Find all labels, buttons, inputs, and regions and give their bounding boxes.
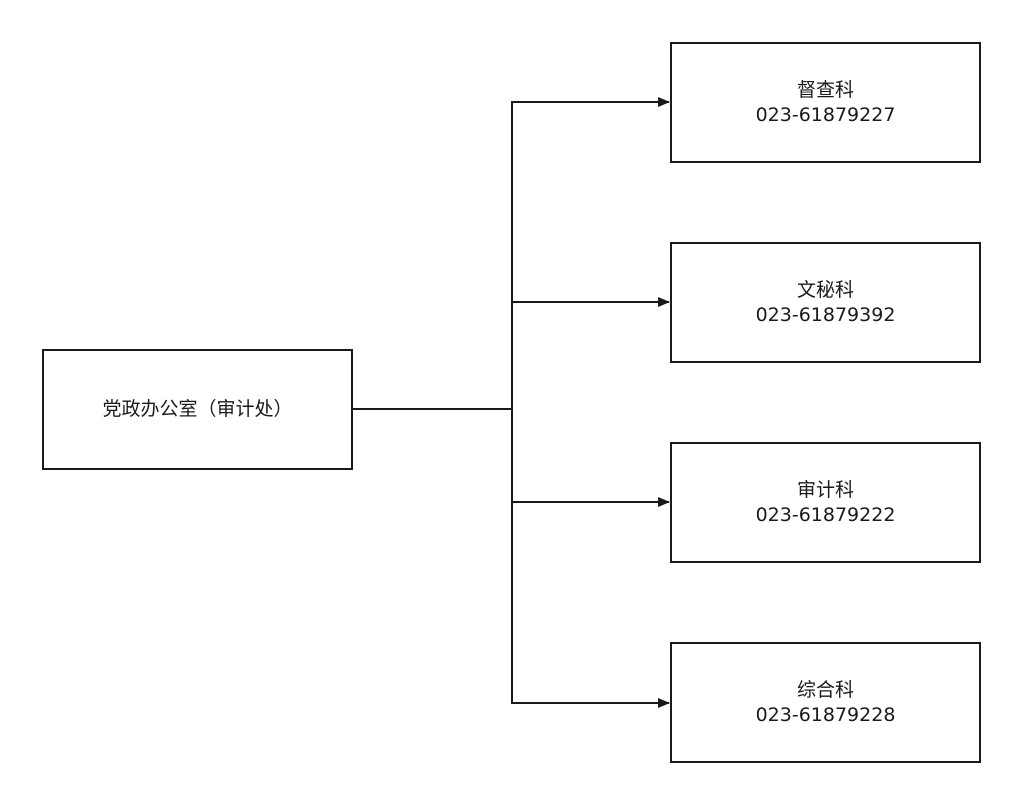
child-node-phone: 023-61879392 [755, 303, 896, 326]
root-node-box: 党政办公室（审计处） [42, 349, 353, 470]
child-node-box-2: 文秘科 023-61879392 [670, 242, 981, 363]
root-node-label: 党政办公室（审计处） [102, 398, 293, 420]
child-node-box-1: 督查科 023-61879227 [670, 42, 981, 163]
child-node-name: 综合科 [796, 678, 854, 701]
child-node-name: 文秘科 [796, 278, 854, 301]
child-node-name: 审计科 [796, 478, 854, 501]
child-node-phone: 023-61879228 [755, 703, 896, 726]
child-node-phone: 023-61879222 [755, 503, 896, 526]
child-node-box-3: 审计科 023-61879222 [670, 442, 981, 563]
child-node-phone: 023-61879227 [755, 103, 896, 126]
child-node-name: 督查科 [796, 78, 854, 101]
child-node-box-4: 综合科 023-61879228 [670, 642, 981, 763]
